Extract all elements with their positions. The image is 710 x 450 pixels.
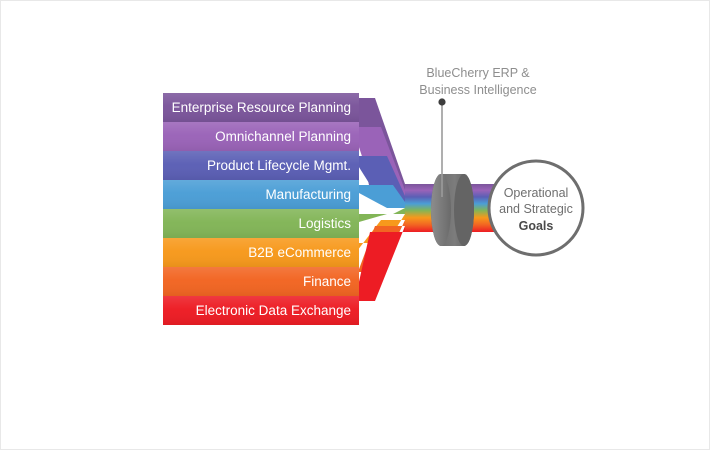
module-stack: Enterprise Resource Planning Omnichannel… — [163, 93, 359, 325]
goals-line-2: and Strategic — [499, 202, 573, 216]
module-bar-omnichannel-planning[interactable]: Omnichannel Planning — [163, 122, 359, 151]
module-bar-product-lifecycle-mgmt[interactable]: Product Lifecycle Mgmt. — [163, 151, 359, 180]
ribbon-logistics — [359, 208, 405, 222]
goals-line-3: Goals — [519, 219, 554, 233]
module-label-finance: Finance — [303, 274, 351, 289]
module-bar-manufacturing[interactable]: Manufacturing — [163, 180, 359, 209]
module-label-b2b-ecommerce: B2B eCommerce — [248, 245, 351, 260]
module-ribbons — [353, 98, 405, 309]
module-bar-electronic-data-exchange[interactable]: Electronic Data Exchange — [163, 296, 359, 325]
module-bar-enterprise-resource-planning[interactable]: Enterprise Resource Planning — [163, 93, 359, 122]
goals-circle[interactable]: Operational and Strategic Goals — [487, 159, 585, 257]
erp-hub-cylinder[interactable] — [431, 174, 474, 246]
hub-caption-line-2: Business Intelligence — [419, 83, 536, 97]
ribbon-electronic-data-exchange — [353, 226, 405, 309]
goals-line-1: Operational — [504, 186, 569, 200]
hub-caption-line-1: BlueCherry ERP & — [426, 66, 530, 80]
module-label-enterprise-resource-planning: Enterprise Resource Planning — [172, 100, 351, 115]
ribbon-manufacturing — [359, 185, 405, 208]
module-bar-logistics[interactable]: Logistics — [163, 209, 359, 238]
hub-caption: BlueCherry ERP & Business Intelligence — [419, 66, 536, 97]
module-bar-b2b-ecommerce[interactable]: B2B eCommerce — [163, 238, 359, 267]
module-label-manufacturing: Manufacturing — [265, 187, 351, 202]
module-bar-finance[interactable]: Finance — [163, 267, 359, 296]
pointer-dot — [438, 98, 446, 106]
module-label-electronic-data-exchange: Electronic Data Exchange — [196, 303, 351, 318]
module-label-logistics: Logistics — [298, 216, 351, 231]
module-label-omnichannel-planning: Omnichannel Planning — [215, 129, 351, 144]
hub-pointer — [438, 98, 446, 197]
module-label-product-lifecycle-mgmt: Product Lifecycle Mgmt. — [207, 158, 351, 173]
